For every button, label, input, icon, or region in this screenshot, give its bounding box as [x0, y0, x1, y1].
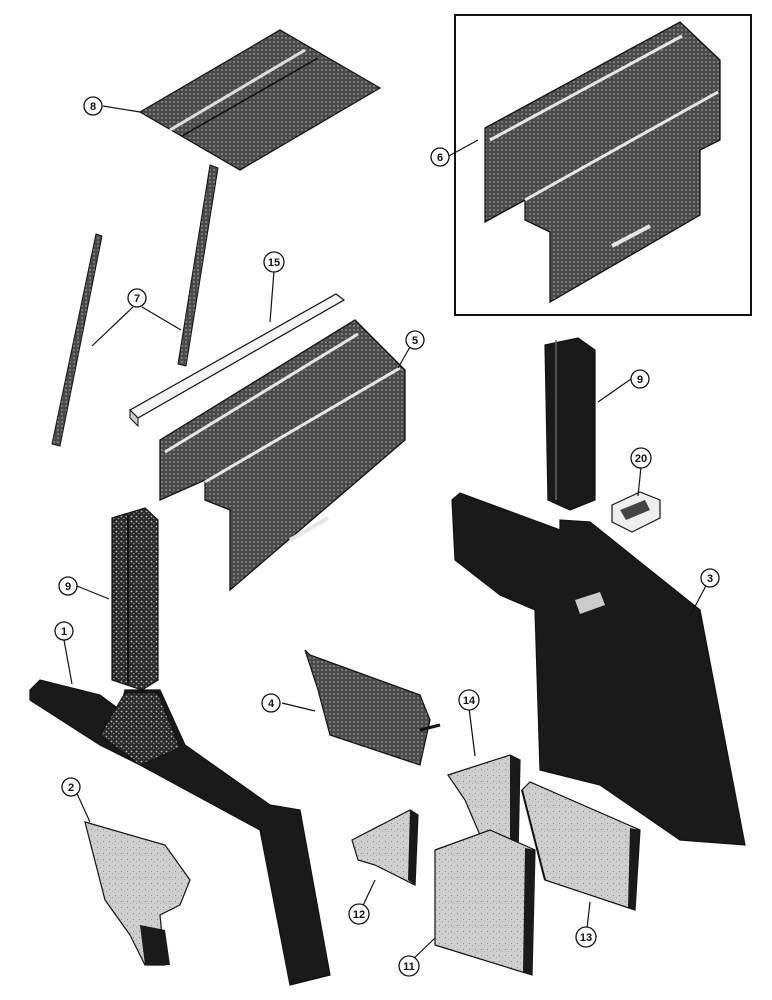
- part-13-trim-panel: [521, 781, 641, 911]
- svg-text:6: 6: [437, 152, 443, 164]
- svg-text:5: 5: [412, 335, 418, 347]
- callout-6: 6: [430, 147, 450, 167]
- callout-5: 5: [405, 330, 425, 350]
- callout-9-left: 9: [58, 576, 78, 596]
- part-5-rear-panel: [159, 319, 406, 592]
- part-8-floor-mat: [138, 29, 382, 171]
- svg-text:20: 20: [635, 453, 647, 465]
- callout-8: 8: [83, 96, 103, 116]
- callout-13: 13: [575, 926, 597, 948]
- callout-2: 2: [61, 777, 81, 797]
- callout-3: 3: [700, 568, 720, 588]
- callout-15: 15: [263, 251, 285, 273]
- callout-4: 4: [261, 693, 281, 713]
- callout-12: 12: [348, 903, 370, 925]
- part-11-trim-panel: [434, 829, 536, 976]
- part-9-post-right: [544, 337, 596, 511]
- svg-text:7: 7: [134, 293, 140, 305]
- svg-text:15: 15: [268, 257, 280, 269]
- part-3-right-console: [451, 492, 746, 846]
- part-7-trim-strips: [51, 164, 219, 447]
- svg-text:1: 1: [61, 626, 67, 638]
- svg-text:3: 3: [707, 573, 713, 585]
- part-6-panel: [484, 21, 721, 304]
- svg-text:8: 8: [90, 101, 96, 113]
- svg-text:2: 2: [68, 782, 74, 794]
- inset-frame: [454, 14, 752, 316]
- callout-14: 14: [458, 689, 480, 711]
- callout-1: 1: [54, 621, 74, 641]
- callout-11: 11: [398, 955, 420, 977]
- svg-text:11: 11: [403, 961, 415, 973]
- callout-20: 20: [630, 447, 652, 469]
- callout-9-right: 9: [630, 369, 650, 389]
- part-4-mesh-panel: [304, 649, 441, 766]
- part-14-trim-panel: [447, 754, 521, 856]
- svg-text:14: 14: [463, 695, 476, 707]
- part-1-left-console: [29, 679, 331, 986]
- svg-text:4: 4: [268, 698, 275, 710]
- svg-text:13: 13: [580, 932, 592, 944]
- svg-text:12: 12: [353, 909, 365, 921]
- part-12-trim-panel: [351, 809, 419, 886]
- svg-text:9: 9: [65, 581, 71, 593]
- svg-text:9: 9: [637, 374, 643, 386]
- part-15-strip: [129, 293, 346, 428]
- part-2-light-panel: [84, 821, 191, 966]
- part-9-post-left: [111, 507, 159, 691]
- part-20-bracket: [611, 491, 661, 533]
- callout-7: 7: [127, 288, 147, 308]
